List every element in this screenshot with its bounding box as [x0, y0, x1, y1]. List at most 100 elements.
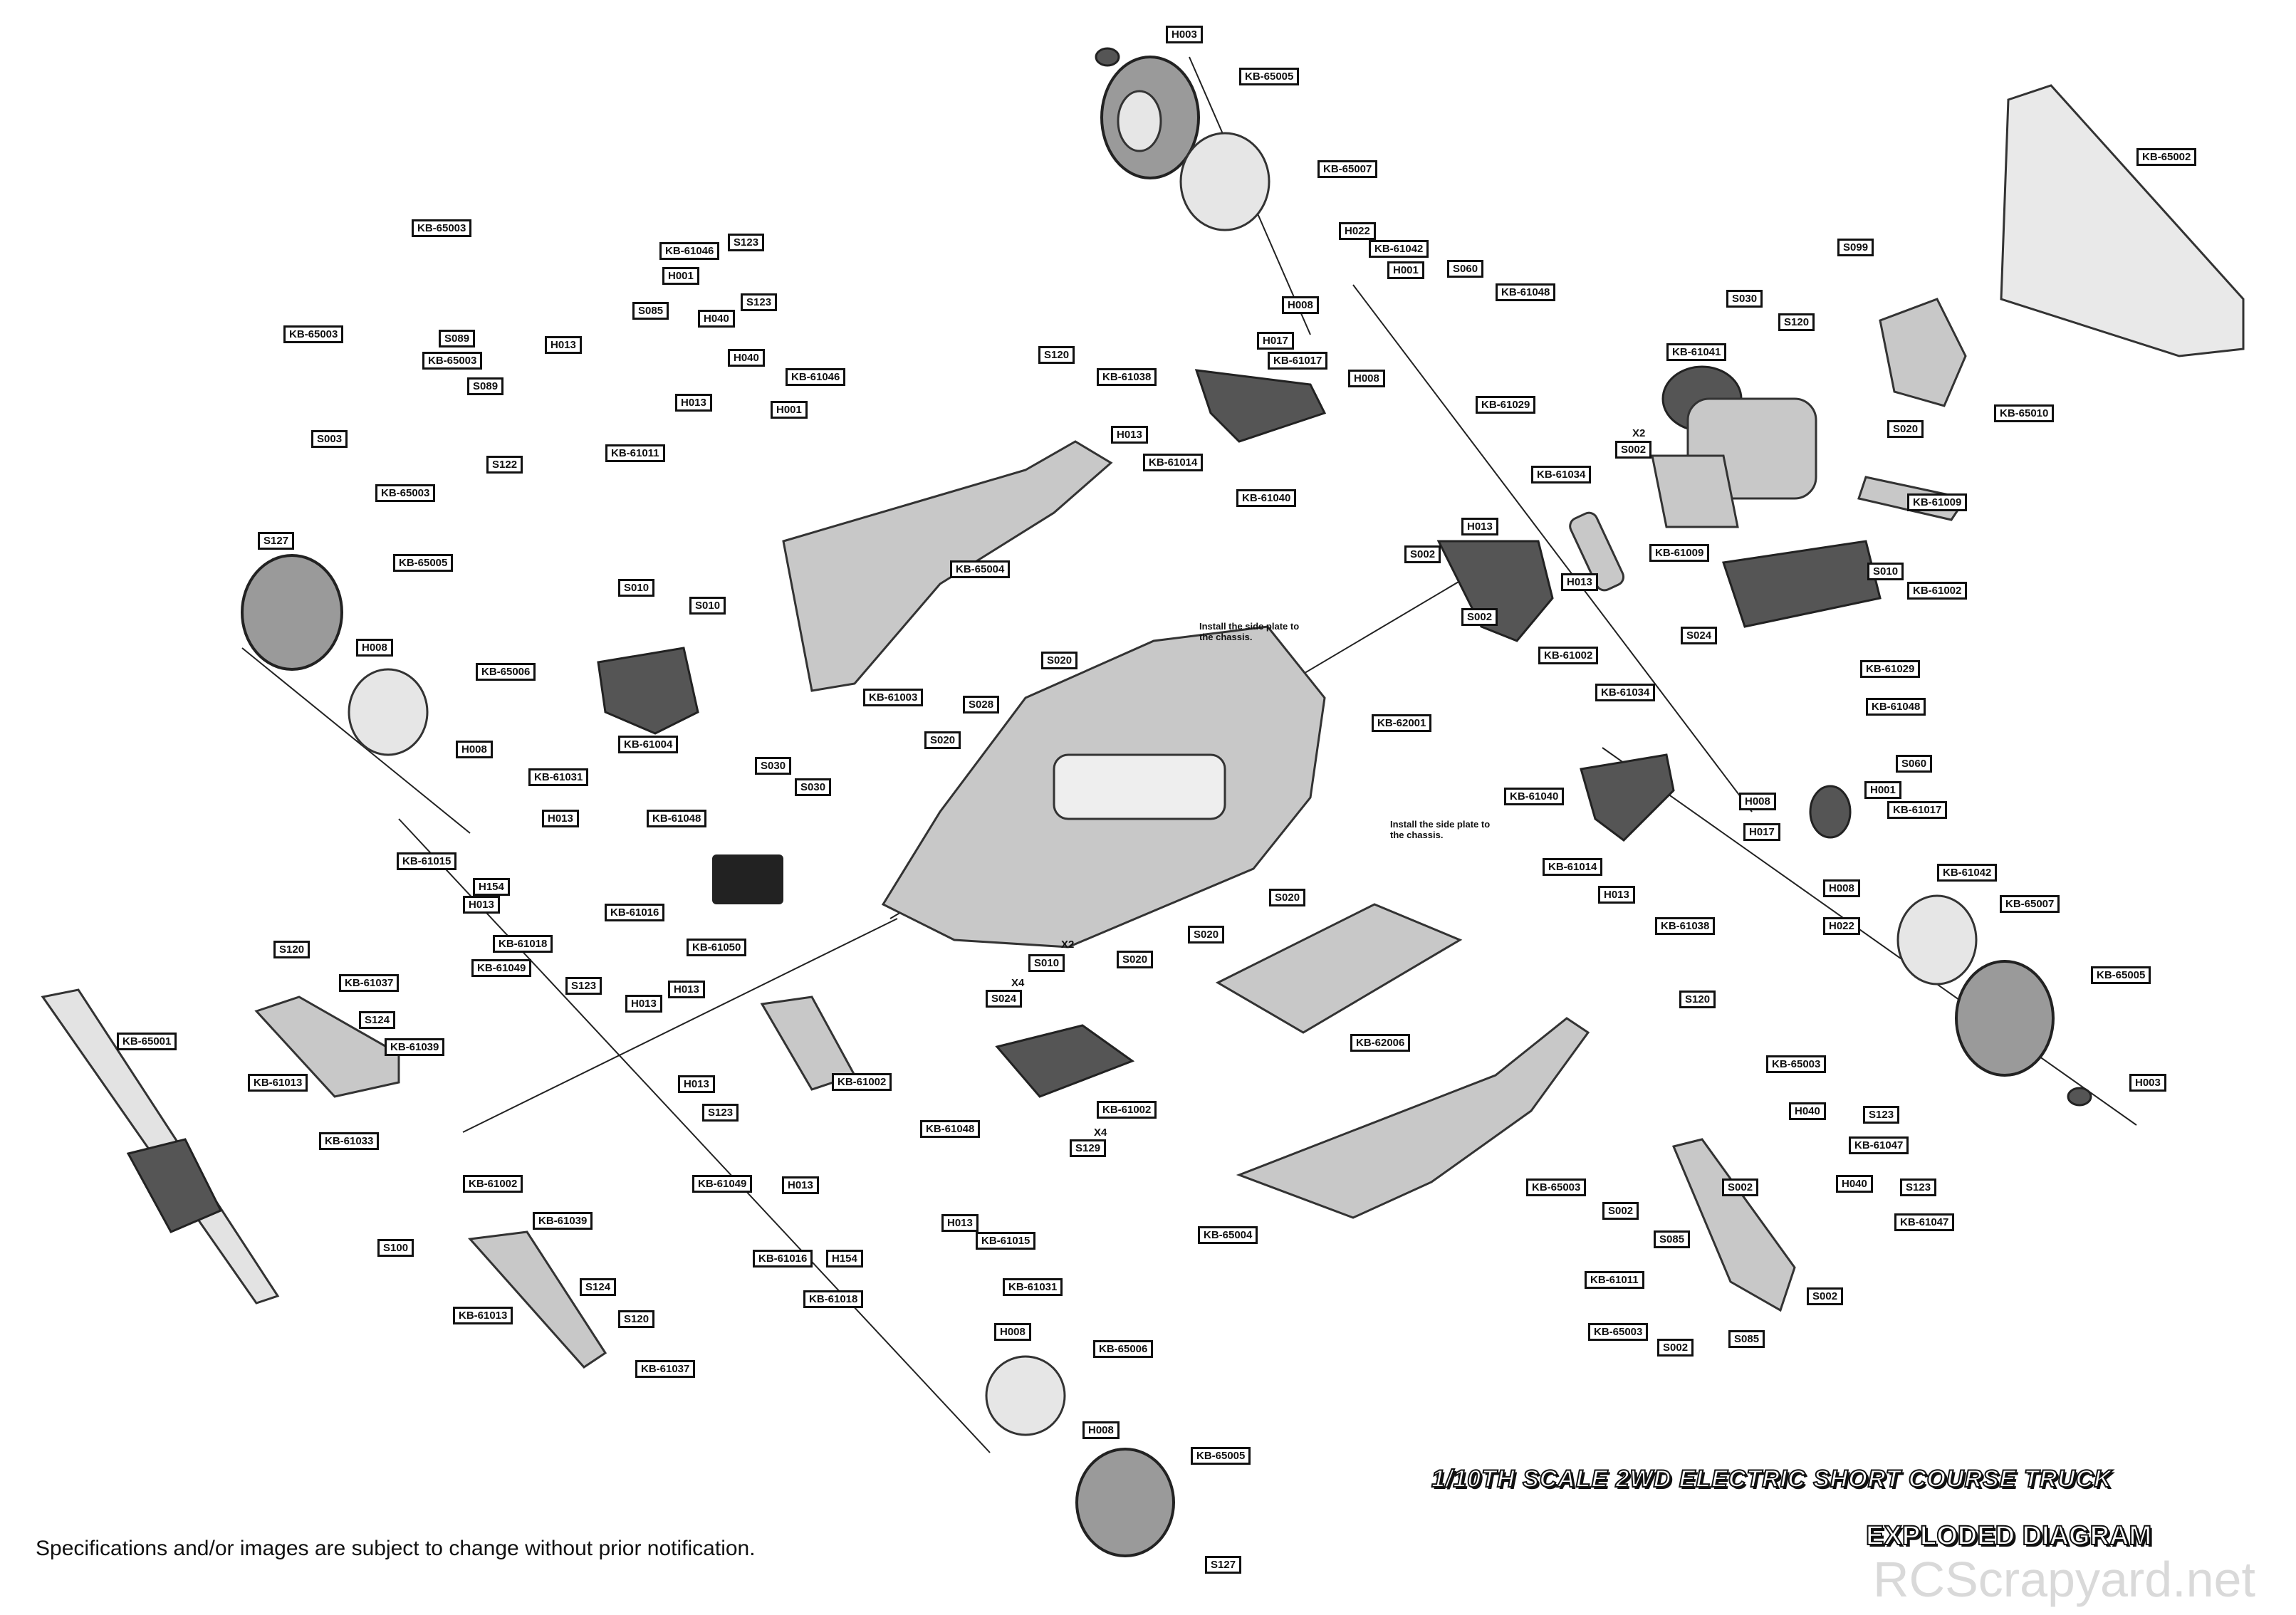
- watermark: RCScrapyard.net: [1873, 1552, 2255, 1607]
- part-label: KB-65003: [1588, 1323, 1649, 1341]
- part-label: KB-61049: [471, 959, 532, 977]
- part-label: H013: [545, 336, 582, 354]
- part-label: KB-65005: [2091, 966, 2151, 984]
- quantity-label: X4: [1011, 977, 1025, 989]
- part-label: KB-61009: [1907, 493, 1968, 511]
- part-label: KB-62006: [1350, 1034, 1411, 1052]
- part-label: KB-61047: [1894, 1213, 1955, 1231]
- part-label: H040: [1836, 1175, 1873, 1193]
- skid-plate: [760, 995, 1135, 1098]
- part-label: H040: [698, 310, 735, 328]
- part-label: KB-61047: [1849, 1136, 1909, 1154]
- part-label: H040: [728, 349, 765, 367]
- part-label: H013: [941, 1214, 979, 1232]
- part-label: KB-65003: [422, 352, 483, 370]
- part-label: KB-61018: [493, 935, 553, 953]
- install-note: Install the side plate to the chassis.: [1199, 621, 1300, 642]
- part-label: S002: [1461, 608, 1498, 626]
- part-label: KB-61017: [1887, 801, 1948, 819]
- part-label: H013: [668, 981, 705, 998]
- part-label: KB-61037: [339, 974, 400, 992]
- rear-bumper: [1879, 84, 2245, 407]
- part-label: S024: [986, 990, 1023, 1008]
- part-label: S123: [728, 234, 765, 251]
- part-label: KB-65003: [1766, 1055, 1827, 1073]
- tire-bottom: [985, 1355, 1175, 1557]
- part-label: H040: [1789, 1102, 1826, 1120]
- part-label: H001: [1387, 261, 1424, 279]
- part-label: H003: [1166, 26, 1203, 43]
- part-label: KB-65007: [1317, 160, 1378, 178]
- part-label: KB-61046: [659, 242, 720, 260]
- part-label: S123: [1863, 1106, 1900, 1124]
- part-label: KB-61049: [692, 1175, 753, 1193]
- part-label: KB-61015: [976, 1232, 1036, 1250]
- part-label: H013: [678, 1075, 715, 1093]
- battery-tray: [1215, 903, 1463, 1034]
- part-label: H008: [1348, 370, 1385, 387]
- rear-arm-top: [1194, 369, 1327, 443]
- part-label: KB-61048: [920, 1120, 981, 1138]
- part-label: S123: [1900, 1178, 1937, 1196]
- part-label: H013: [625, 995, 662, 1013]
- part-label: S010: [1028, 954, 1065, 972]
- part-label: S002: [1615, 441, 1652, 459]
- part-label: S120: [1679, 991, 1716, 1008]
- part-label: S002: [1657, 1339, 1694, 1357]
- main-chassis: [881, 625, 1326, 948]
- side-guard-bottom: [1236, 1017, 1590, 1219]
- part-label: KB-61039: [385, 1038, 445, 1056]
- tire-top: [1095, 47, 1270, 231]
- part-label: S127: [1205, 1556, 1242, 1574]
- part-label: KB-61003: [863, 689, 924, 706]
- part-label: KB-65010: [1994, 404, 2055, 422]
- part-label: KB-61002: [832, 1073, 892, 1091]
- part-label: H008: [994, 1323, 1031, 1341]
- part-label: S124: [580, 1278, 617, 1296]
- quantity-label: X2: [1632, 427, 1646, 439]
- part-label: S002: [1404, 545, 1441, 563]
- part-label: H013: [1561, 573, 1598, 591]
- part-label: KB-61039: [533, 1212, 593, 1230]
- part-label: KB-65006: [476, 663, 536, 681]
- part-label: S100: [377, 1239, 414, 1257]
- side-guard-top: [782, 440, 1113, 692]
- part-label: KB-65003: [375, 484, 436, 502]
- part-label: H008: [1823, 879, 1860, 897]
- part-label: H022: [1823, 917, 1860, 935]
- part-label: H013: [675, 394, 712, 412]
- part-label: S003: [311, 430, 348, 448]
- part-label: KB-65003: [1526, 1178, 1587, 1196]
- part-label: KB-61002: [1907, 582, 1968, 600]
- part-label: KB-61002: [1538, 647, 1599, 664]
- part-label: S010: [618, 579, 655, 597]
- part-label: KB-65005: [1239, 68, 1300, 85]
- part-label: H003: [2129, 1074, 2166, 1092]
- part-label: H008: [456, 741, 493, 758]
- part-label: S123: [741, 293, 778, 311]
- part-label: S060: [1896, 755, 1933, 773]
- part-label: KB-61048: [1866, 698, 1926, 716]
- part-label: KB-65004: [1198, 1226, 1258, 1244]
- part-label: S030: [755, 757, 792, 775]
- part-label: KB-65003: [412, 219, 472, 237]
- part-label: H001: [662, 267, 699, 285]
- part-label: H013: [1111, 426, 1148, 444]
- part-label: S124: [359, 1011, 396, 1029]
- front-arms: [254, 995, 607, 1369]
- part-label: S120: [1038, 346, 1075, 364]
- part-label: KB-61046: [786, 368, 846, 386]
- part-label: KB-65005: [393, 554, 454, 572]
- part-label: KB-61034: [1531, 466, 1592, 484]
- part-label: H008: [1739, 793, 1776, 810]
- part-label: KB-61031: [1003, 1278, 1063, 1296]
- part-label: KB-61016: [605, 904, 665, 921]
- part-label: H154: [473, 878, 510, 896]
- part-label: S002: [1602, 1202, 1639, 1220]
- part-label: H013: [542, 810, 579, 827]
- part-label: KB-65004: [950, 560, 1011, 578]
- rear-hub-right: [1580, 753, 1852, 842]
- part-label: S120: [618, 1310, 655, 1328]
